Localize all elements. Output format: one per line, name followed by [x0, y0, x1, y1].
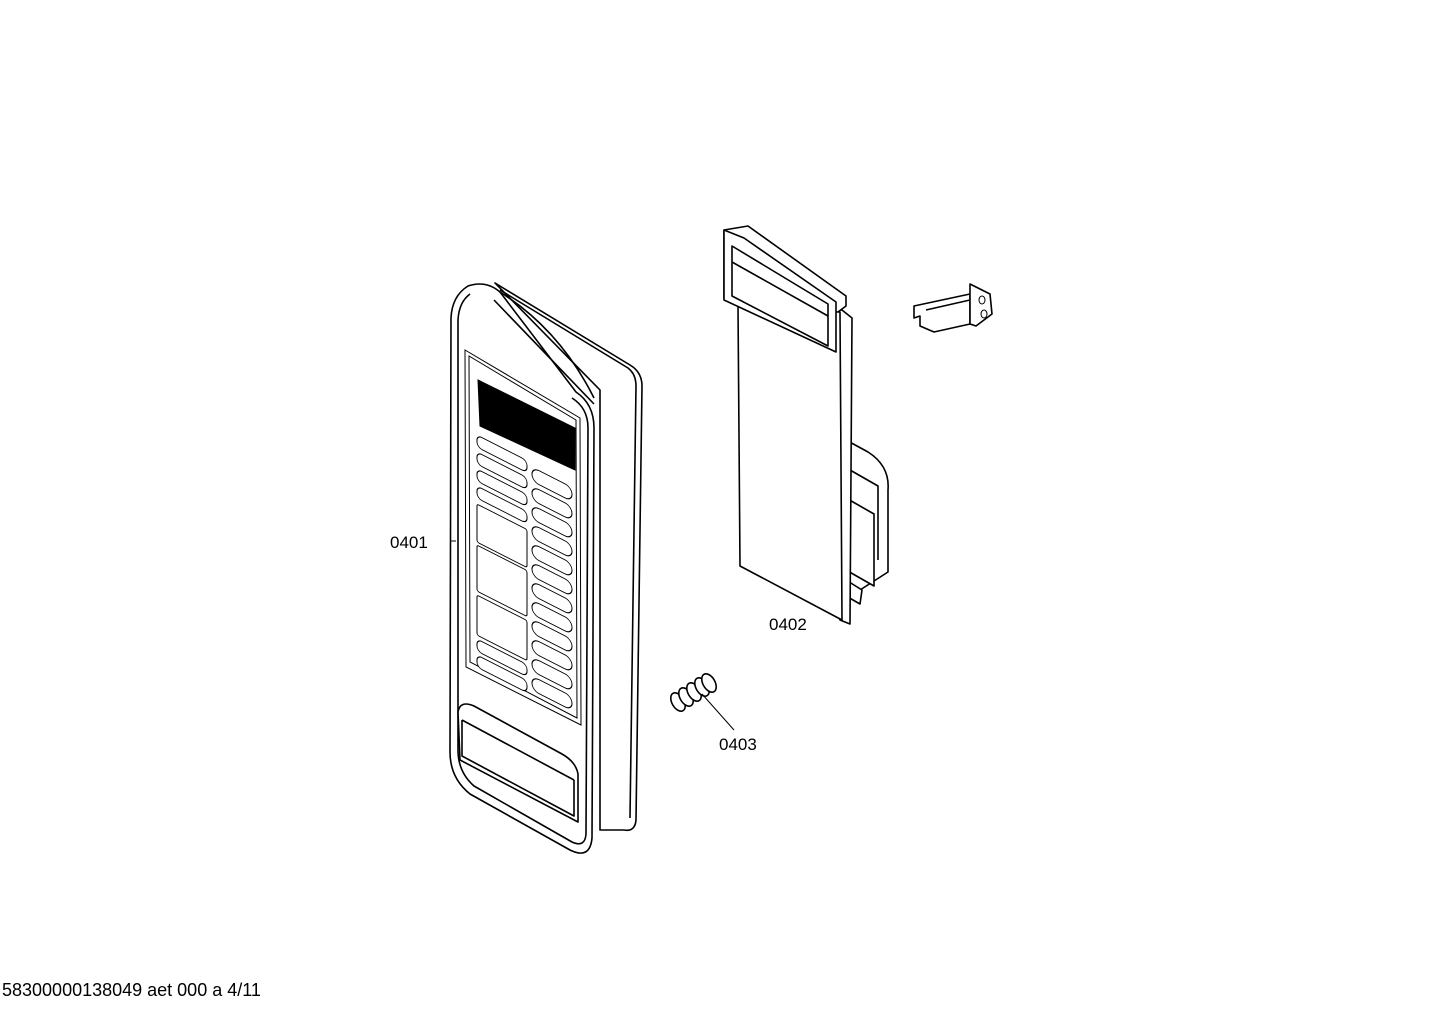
- leader-0403: [701, 693, 735, 731]
- part-label-0402: 0402: [769, 615, 807, 634]
- circuit-board-drawing: [723, 225, 889, 625]
- part-label-0403: 0403: [719, 735, 757, 754]
- part-label-0401: 0401: [390, 533, 428, 552]
- front-panel-drawing: [449, 282, 643, 854]
- document-reference: 58300000138049 aet 000 a 4/11: [2, 980, 261, 1000]
- bracket-drawing: [913, 283, 993, 333]
- keypad-right-buttons: [531, 469, 573, 709]
- keypad-left-buttons: [476, 436, 528, 692]
- spring-drawing: [669, 673, 718, 712]
